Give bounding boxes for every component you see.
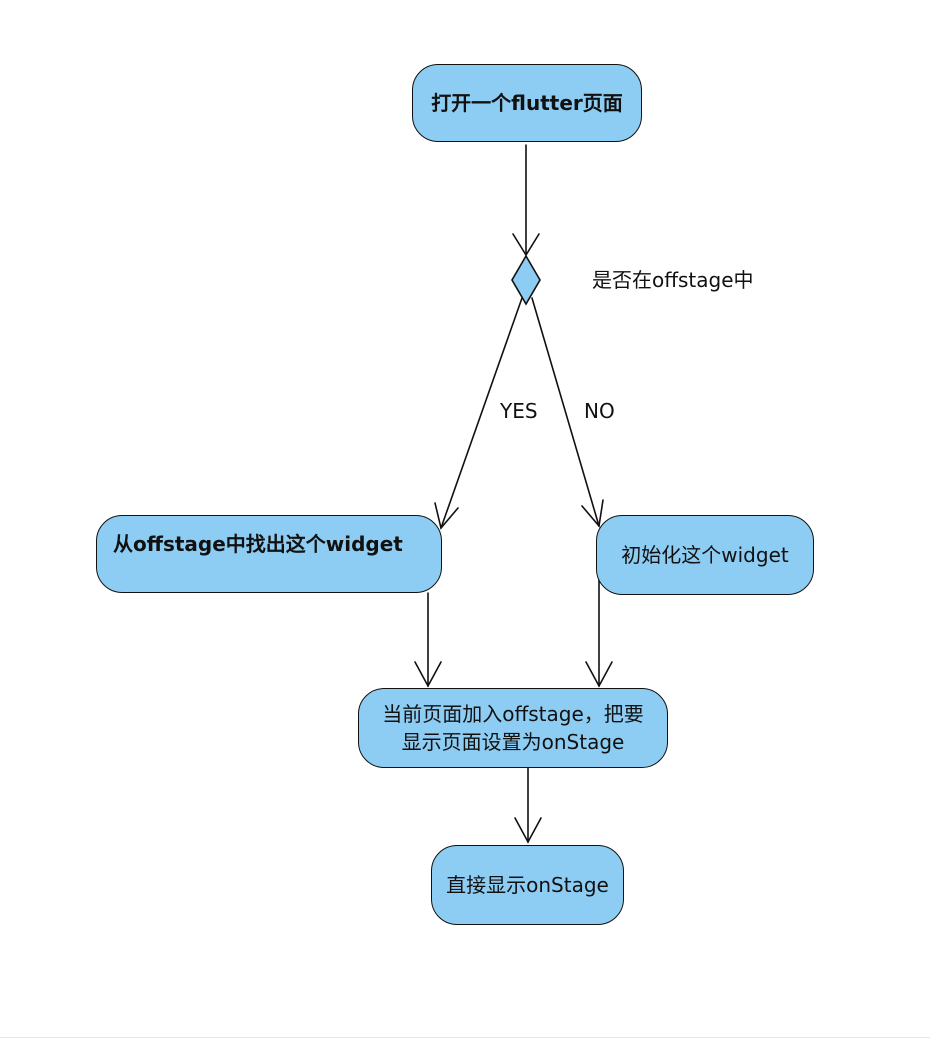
arrowhead-final [514,817,542,844]
edge-decision-no [531,297,600,527]
yes-branch-node: 从offstage中找出这个widget [96,515,442,593]
arrowhead-merge-right [585,661,613,688]
arrowhead-yes [434,502,459,530]
bottom-divider [0,1037,930,1038]
yes-edge-label: YES [500,399,538,423]
final-node-text: 直接显示onStage [446,873,609,897]
edge-decision-yes [440,297,523,529]
decision-diamond [511,254,541,306]
decision-label: 是否在offstage中 [592,268,754,292]
merge-node: 当前页面加入offstage，把要 显示页面设置为onStage [358,688,668,768]
final-node: 直接显示onStage [431,845,624,925]
yes-branch-text: 从offstage中找出这个widget [113,532,403,556]
no-edge-label: NO [584,399,615,423]
start-node: 打开一个flutter页面 [412,64,642,142]
no-branch-text: 初始化这个widget [621,543,789,567]
merge-text-line1: 当前页面加入offstage，把要 [382,702,644,726]
no-branch-node: 初始化这个widget [596,515,814,595]
arrowhead-no [581,499,604,528]
merge-text-line2: 显示页面设置为onStage [401,730,625,754]
arrowhead-merge-left [414,661,442,688]
start-node-text: 打开一个flutter页面 [431,91,623,115]
